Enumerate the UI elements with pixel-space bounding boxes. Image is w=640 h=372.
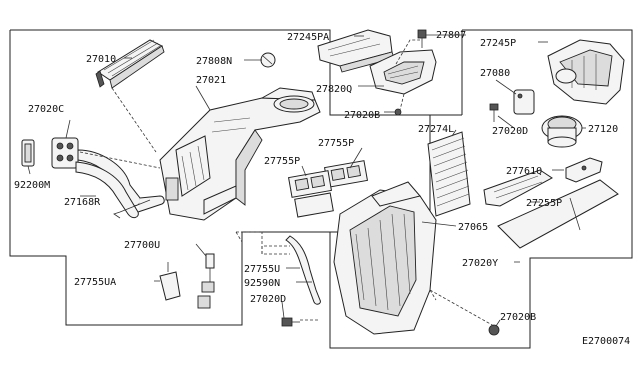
label-27065: 27065 <box>458 222 488 233</box>
evaporator-core-part <box>95 39 165 89</box>
diagram-code: E2700074 <box>582 336 630 347</box>
label-92590N: 92590N <box>244 278 280 289</box>
label-27010: 27010 <box>86 54 116 65</box>
resistor-part <box>565 157 603 183</box>
screw-part-top <box>417 29 427 48</box>
part-labels: 27010 27020C 92200M 27168R 27808N 27021 … <box>14 30 630 347</box>
seal-part <box>21 139 35 167</box>
label-27120: 27120 <box>588 124 618 135</box>
seal-set-upper <box>323 160 369 188</box>
label-27761Q: 27761Q <box>506 166 542 177</box>
label-27700U: 27700U <box>124 240 160 251</box>
cabin-filter-part <box>427 131 471 217</box>
bracket-part <box>159 262 211 309</box>
screw-part-bottom <box>281 317 300 327</box>
unit-case-lower-part <box>333 181 437 335</box>
label-27020D-right: 27020D <box>492 126 528 137</box>
blower-motor-part <box>541 115 583 148</box>
label-27255P: 27255P <box>526 198 562 209</box>
label-27021: 27021 <box>196 75 226 86</box>
actuator-part <box>513 89 535 115</box>
label-27020B-bottom: 27020B <box>500 312 536 323</box>
insulator-sheet-part <box>497 179 619 249</box>
label-27755U: 27755U <box>244 264 280 275</box>
heater-unit-case-part <box>159 52 321 221</box>
dashed-relations <box>79 39 495 327</box>
label-27168R: 27168R <box>64 197 101 208</box>
harness-part <box>201 253 215 293</box>
seal-strip-part <box>483 169 553 207</box>
screw-part-right <box>489 103 499 122</box>
label-27820Q: 27820Q <box>316 84 352 95</box>
blower-housing-part <box>547 39 625 105</box>
label-27080: 27080 <box>480 68 510 79</box>
duct-part <box>317 29 395 73</box>
label-27807: 27807 <box>436 30 466 41</box>
leader-lines <box>27 34 586 327</box>
label-27245PA: 27245PA <box>287 32 329 43</box>
screw-part-bottom-right <box>488 324 500 336</box>
label-27755P-a: 27755P <box>318 138 354 149</box>
label-27274L: 27274L <box>418 124 454 135</box>
drain-hose-part <box>75 149 165 219</box>
label-27020B-top: 27020B <box>344 110 380 121</box>
label-27245P: 27245P <box>480 38 516 49</box>
seal-set-lower <box>287 170 334 218</box>
intake-duct-part <box>369 49 437 116</box>
label-27020D-bottom: 27020D <box>250 294 286 305</box>
label-27020Y: 27020Y <box>462 258 498 269</box>
label-27020C: 27020C <box>28 104 64 115</box>
right-assembly-frame <box>329 29 633 349</box>
label-27755P-b: 27755P <box>264 156 300 167</box>
pipe-part <box>285 235 321 305</box>
label-27755UA: 27755UA <box>74 277 116 288</box>
label-27808N: 27808N <box>196 56 232 67</box>
expansion-valve-part <box>51 137 79 169</box>
label-92200M: 92200M <box>14 180 50 191</box>
